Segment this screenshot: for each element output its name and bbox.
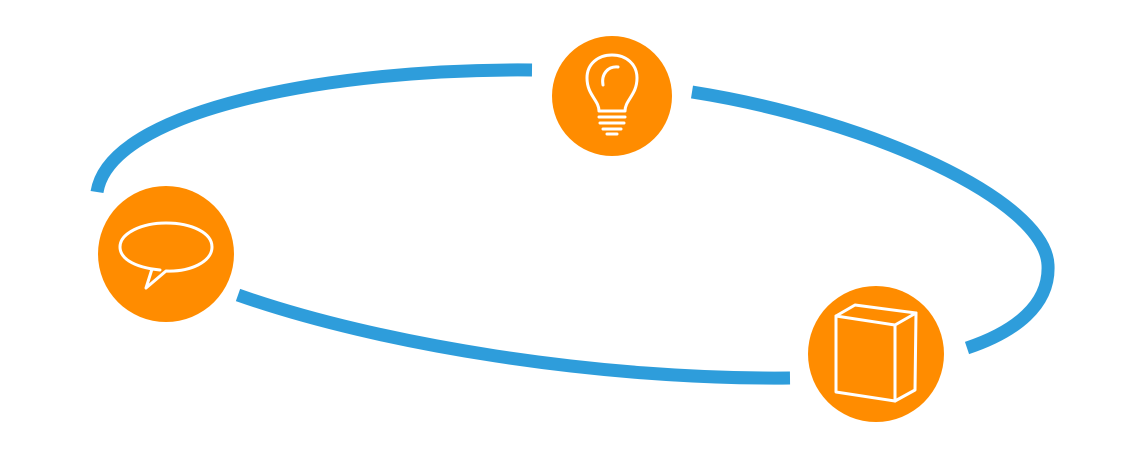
node-idea-circle (552, 36, 672, 156)
ring-segment-bottom (235, 288, 791, 385)
box-icon (834, 303, 918, 403)
node-product-circle (808, 286, 944, 422)
ring-segment-top-right (690, 85, 1055, 355)
node-idea (552, 36, 672, 156)
ring-segment-top-left (90, 63, 533, 194)
node-feedback-circle (98, 186, 234, 322)
cycle-ring (90, 63, 1055, 385)
lightbulb-icon (585, 53, 639, 136)
node-feedback (98, 186, 234, 322)
node-product (808, 286, 944, 422)
speech-bubble-icon (118, 221, 214, 290)
